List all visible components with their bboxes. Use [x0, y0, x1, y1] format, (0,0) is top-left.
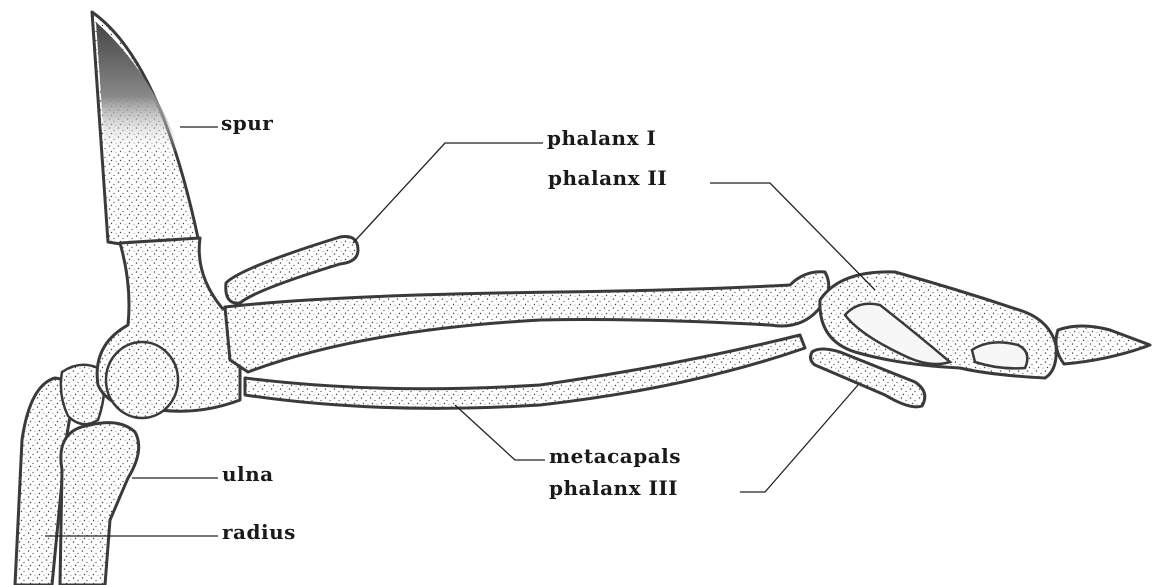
- phalanx-2-notch-2: [972, 342, 1027, 368]
- carpal-joint: [106, 342, 178, 418]
- phalanx-tip-bone: [1056, 326, 1150, 364]
- metacarpals-label: metacapals: [549, 444, 681, 468]
- ulna-bone: [60, 423, 139, 585]
- spur-label: spur: [221, 111, 273, 135]
- metacarpals-leader: [455, 405, 545, 460]
- label-spur: spur: [221, 113, 273, 135]
- label-ulna: ulna: [222, 464, 274, 486]
- ulna-label: ulna: [222, 462, 274, 486]
- radius-label: radius: [222, 520, 296, 544]
- spur-tip-shading: [96, 22, 180, 157]
- label-radius: radius: [222, 522, 296, 544]
- label-phalanx-3: phalanx III: [549, 478, 678, 500]
- phalanx-2-leader: [710, 183, 875, 290]
- phalanx-2-label: phalanx II: [548, 166, 667, 190]
- label-metacarpals: metacapals: [549, 446, 681, 468]
- phalanx-1-leader: [353, 143, 543, 243]
- phalanx-1-bone: [226, 237, 358, 304]
- phalanx-3-leader: [740, 385, 858, 492]
- label-phalanx-2: phalanx II: [548, 168, 667, 190]
- label-phalanx-1: phalanx I: [547, 128, 656, 150]
- phalanx-3-label: phalanx III: [549, 476, 678, 500]
- phalanx-1-label: phalanx I: [547, 126, 656, 150]
